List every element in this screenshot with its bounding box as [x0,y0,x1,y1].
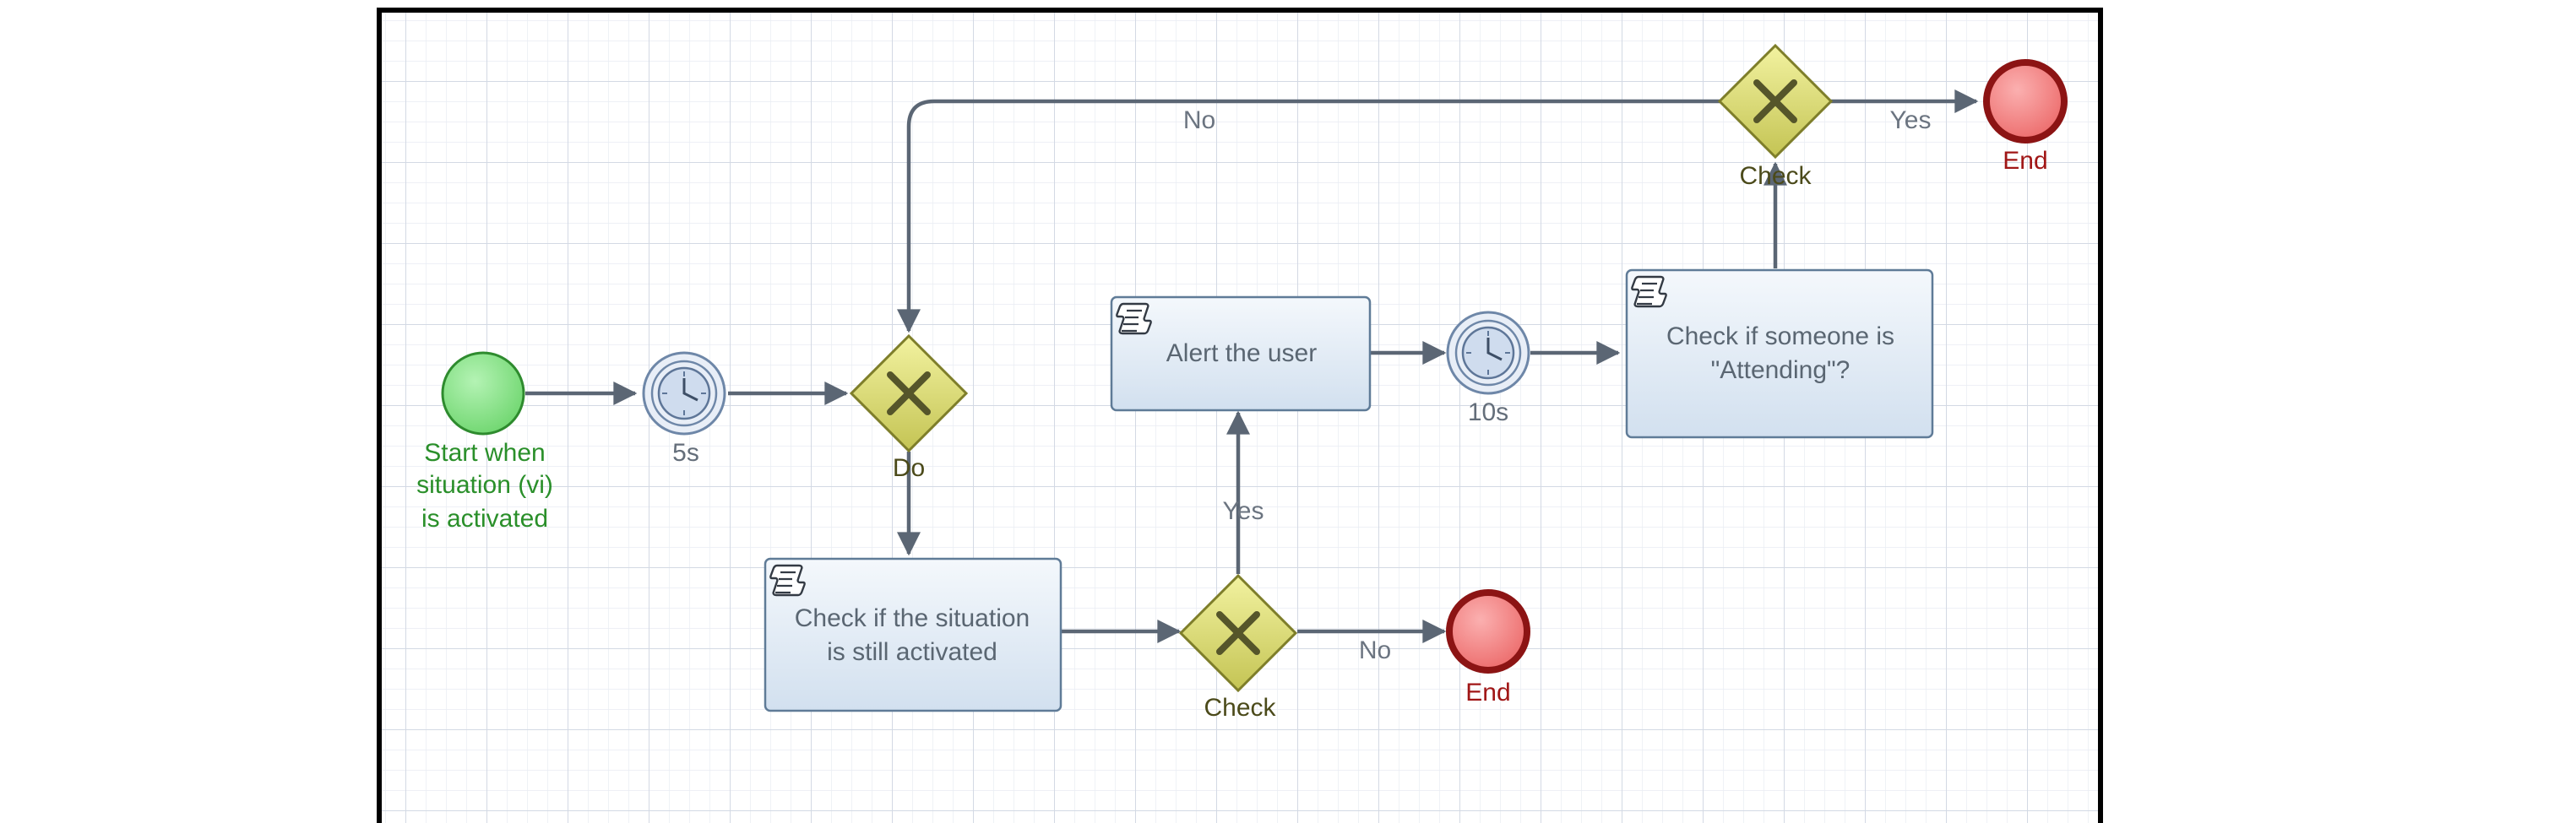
clock-icon [657,366,711,420]
start-label-line-2: situation (vi) [416,471,553,499]
timer-10s-label: 10s [1468,398,1508,426]
canvas-frame [377,8,2103,823]
edges [525,89,1979,643]
gateway-check-2[interactable] [1717,43,1834,160]
edge-label-check1-yes: Yes [1223,497,1264,525]
timer-event-5s[interactable] [642,351,726,436]
start-label-line-3: is activated [421,505,548,533]
task-check-attending-line-1: Check if someone is [1666,322,1894,350]
task-check-attending-line-2: "Attending"? [1711,356,1850,384]
gateway-check-1-label: Check [1204,694,1276,722]
end-event-1[interactable] [1446,589,1530,674]
gateway-check-1[interactable] [1178,573,1298,693]
exclusive-x-icon [1753,79,1797,123]
end-2-label: End [2003,147,2047,175]
gateway-do[interactable] [849,333,969,453]
exclusive-x-icon [1216,611,1260,655]
start-label-line-1: Start when [424,439,545,467]
clock-icon [1461,326,1515,380]
edge-label-check2-yes: Yes [1890,106,1932,134]
end-1-label: End [1465,679,1510,707]
exclusive-x-icon [887,371,931,415]
edge-labels: No Yes Yes No [1183,106,1932,664]
task-alert-line-1: Alert the user [1166,339,1317,367]
task-check-situation-line-1: Check if the situation [795,604,1030,632]
start-event[interactable] [441,351,525,436]
timer-event-10s[interactable] [1446,311,1530,395]
edge-check2-to-do[interactable] [897,99,1720,333]
task-check-attending[interactable]: Check if someone is "Attending"? [1625,268,1934,439]
end-event-2[interactable] [1983,59,2068,143]
edge-label-check2-no: No [1183,106,1215,134]
edge-label-check1-no: No [1359,636,1391,664]
gateway-check-2-label: Check [1739,162,1812,190]
start-event-label: Start when situation (vi) is activated [416,439,553,533]
timer-5s-label: 5s [672,439,699,467]
task-check-situation-line-2: is still activated [827,638,997,666]
task-alert-user[interactable]: Alert the user [1110,295,1372,412]
gateway-do-label: Do [893,454,925,482]
task-check-situation[interactable]: Check if the situation is still activate… [764,557,1062,712]
